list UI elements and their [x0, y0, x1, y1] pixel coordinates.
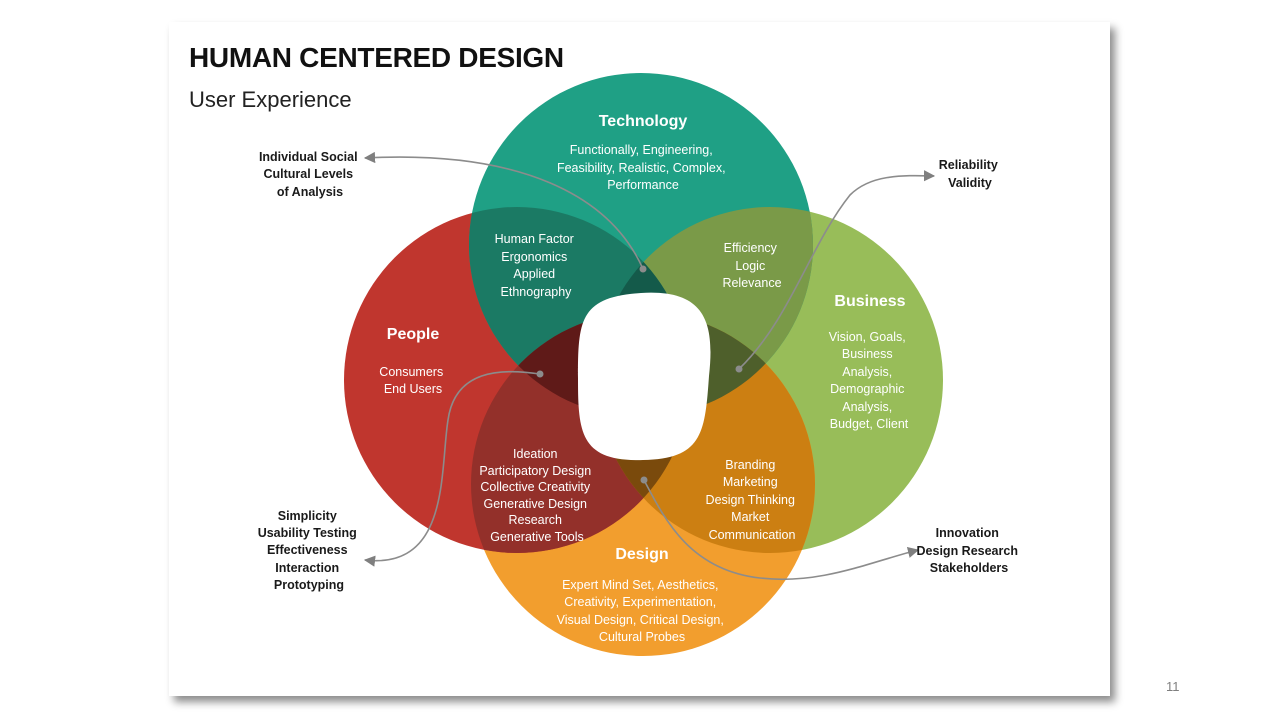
- center-region: [578, 292, 711, 461]
- connector-top-right: [738, 170, 936, 370]
- slide-title: HUMAN CENTERED DESIGN: [189, 42, 564, 73]
- technology-description: Functionally, Engineering, Feasibility, …: [557, 143, 729, 192]
- callout-bottom-left: Simplicity Usability Testing Effectivene…: [258, 509, 361, 592]
- callout-top-left: Individual Social Cultural Levels of Ana…: [259, 150, 361, 199]
- connector-dot-top-left: [639, 265, 647, 273]
- connector-dot-top-right: [735, 365, 743, 373]
- people-title: People: [387, 326, 440, 343]
- callout-bottom-right: Innovation Design Research Stakeholders: [917, 526, 1022, 575]
- connector-dot-bottom-right: [640, 476, 648, 484]
- connector-top-left: [363, 151, 644, 270]
- people-description: Consumers End Users: [379, 365, 446, 396]
- overlap-people-technology-text: Human Factor Ergonomics Applied Ethnogra…: [495, 232, 578, 299]
- technology-title: Technology: [599, 113, 688, 130]
- overlap-people-design-text: Ideation Participatory Design Collective…: [479, 447, 594, 544]
- connector-bottom-right: [643, 479, 920, 581]
- callout-top-right: Reliability Validity: [939, 158, 1002, 190]
- page-number: 11: [1166, 679, 1180, 694]
- overlap-technology-business-text: Efficiency Logic Relevance: [722, 241, 781, 290]
- design-description: Expert Mind Set, Aesthetics, Creativity,…: [557, 578, 728, 644]
- design-title: Design: [615, 546, 668, 563]
- connector-bottom-left: [363, 370, 541, 567]
- business-description: Vision, Goals, Business Analysis, Demogr…: [829, 330, 909, 431]
- overlap-business-design-text: Branding Marketing Design Thinking Marke…: [706, 458, 799, 542]
- business-title: Business: [834, 293, 905, 310]
- slide-subtitle: User Experience: [189, 87, 352, 112]
- connector-dot-bottom-left: [536, 370, 544, 378]
